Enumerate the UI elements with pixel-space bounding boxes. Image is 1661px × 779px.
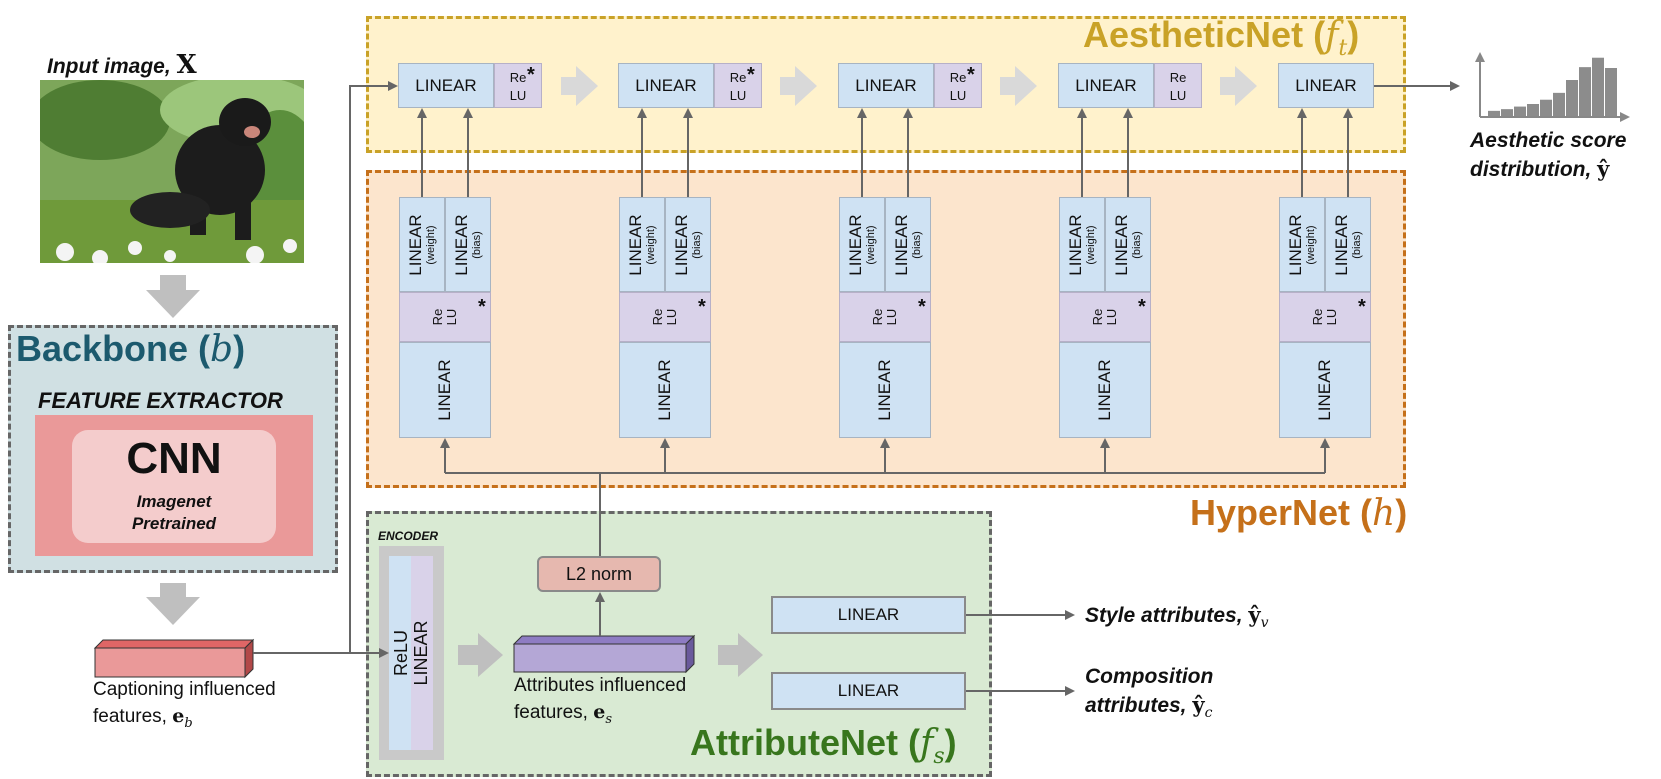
feature-extractor-label: FEATURE EXTRACTOR [38,388,283,413]
hyper-linear-base-2: LINEAR [619,342,711,438]
hyper-linear-weight-4: LINEAR(weight) [1059,197,1105,292]
captioning-features-label: Captioning influenced features, eb [93,679,276,731]
histogram-bar [1540,99,1552,116]
aesthetic-linear-5: LINEAR [1278,63,1374,108]
aesthetic-score-label: Aesthetic score distribution, ŷ [1470,129,1627,181]
hyper-linear-bias-3: LINEAR(bias) [885,197,931,292]
composition-linear: LINEAR [771,672,966,710]
histogram-bar [1527,104,1539,116]
hyper-linear-base-4: LINEAR [1059,342,1151,438]
cnn-label: CNN [126,434,222,483]
hyper-linear-weight-3: LINEAR(weight) [839,197,885,292]
histogram-bar [1514,106,1526,116]
hyper-linear-bias-1: LINEAR(bias) [445,197,491,292]
encoder-relu [411,556,433,750]
hyper-linear-bias-2: LINEAR(bias) [665,197,711,292]
histogram-bar [1605,68,1617,116]
encoder-linear [389,556,411,750]
style-attributes-label: Style attributes, ŷv [1085,602,1269,632]
hyper-linear-base-5: LINEAR [1279,342,1371,438]
aesthetic-linear-4: LINEAR [1058,63,1154,108]
hyper-linear-weight-2: LINEAR(weight) [619,197,665,292]
aesthetic-linear-2: LINEAR [618,63,714,108]
cnn-sub2: Pretrained [131,514,217,533]
aesthetic-net-title: AestheticNet (ft) [1083,14,1360,62]
attribute-features-label: Attributes influenced features, es [514,675,687,727]
aesthetic-linear-3: LINEAR [838,63,934,108]
hyper-net-title: HyperNet (h) [1190,492,1408,534]
histogram-bar [1488,110,1500,116]
hyper-linear-weight-1: LINEAR(weight) [399,197,445,292]
encoder-label: ENCODER [378,529,439,543]
histogram-bar [1501,109,1513,116]
composition-attributes-label: Composition attributes, ŷc [1085,665,1214,722]
input-image-label: Input image, X [47,50,197,80]
hyper-linear-base-1: LINEAR [399,342,491,438]
backbone-title: Backbone (b) [16,328,246,370]
cnn-block [72,430,276,543]
style-linear: LINEAR [771,596,966,634]
input-image [40,80,304,263]
hyper-linear-base-3: LINEAR [839,342,931,438]
attribute-net-title: AttributeNet (fs) [690,722,957,770]
hyper-linear-bias-4: LINEAR(bias) [1105,197,1151,292]
hyper-linear-weight-5: LINEAR(weight) [1279,197,1325,292]
aesthetic-linear-1: LINEAR [398,63,494,108]
hyper-linear-bias-5: LINEAR(bias) [1325,197,1371,292]
histogram-bar [1553,92,1565,116]
histogram-bar [1579,67,1591,116]
l2-norm-block: L2 norm [537,556,661,592]
histogram-bar [1566,80,1578,116]
histogram-bar [1592,57,1604,116]
cnn-sub1: Imagenet [136,492,212,511]
